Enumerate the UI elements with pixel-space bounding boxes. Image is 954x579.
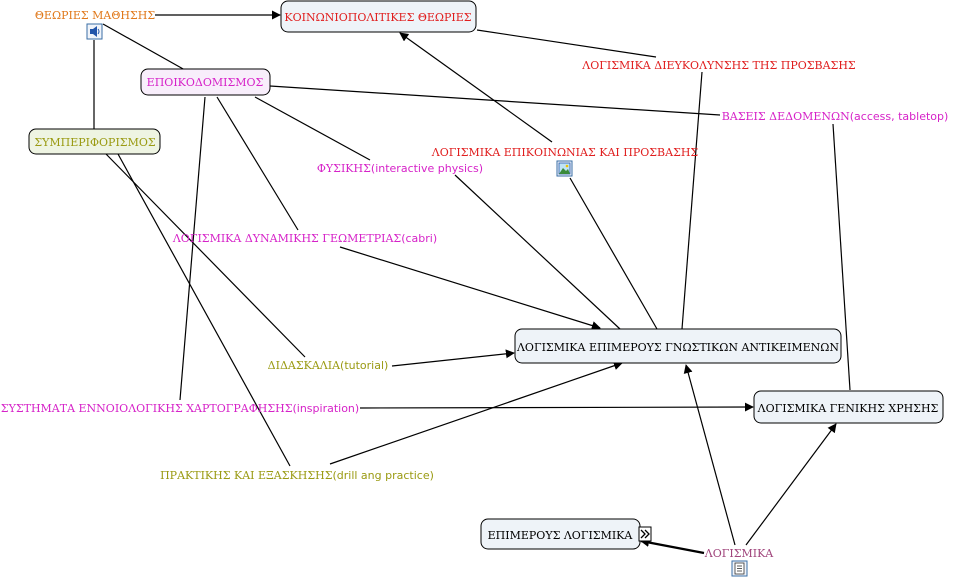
edge-behaviorism-to-drill [117,153,291,467]
node-specific-software-label: ΕΠΙΜΕΡΟΥΣ ΛΟΓΙΣΜΙΚΑ [488,529,634,542]
node-databases-label: ΒΑΣΕΙΣ ΔΕΔΟΜΕΝΩΝ(access, tabletop) [722,110,949,123]
node-databases[interactable]: ΒΑΣΕΙΣ ΔΕΔΟΜΕΝΩΝ(access, tabletop) [722,110,949,123]
node-specific-software[interactable]: ΕΠΙΜΕΡΟΥΣ ΛΟΓΙΣΜΙΚΑ [480,518,641,550]
edge-drill-to-cognitive [329,361,623,465]
node-learning-theories[interactable]: ΘΕΩΡΙΕΣ ΜΑΘΗΣΗΣ [35,9,155,22]
document-icon[interactable] [731,560,748,577]
node-general-use[interactable]: ΛΟΓΙΣΜΙΚΑ ΓΕΝΙΚΗΣ ΧΡΗΣΗΣ [753,390,944,424]
edge-access-to-sociopolitical [476,29,657,58]
node-sociopolitical[interactable]: ΚΟΙΝΩΝΙΟΠΟΛΙΤΙΚΕΣ ΘΕΩΡΙΕΣ [280,0,477,33]
node-general-use-label: ΛΟΓΙΣΜΙΚΑ ΓΕΝΙΚΗΣ ΧΡΗΣΗΣ [757,402,939,415]
node-software[interactable]: ΛΟΓΙΣΜΙΚΑ [704,547,775,560]
edge-software-to-general [745,423,837,546]
node-sociopolitical-label: ΚΟΙΝΩΝΙΟΠΟΛΙΤΙΚΕΣ ΘΕΩΡΙΕΣ [284,11,471,24]
edge-communication-to-sociopolitical [399,32,553,143]
node-behaviorism[interactable]: ΣΥΜΠΕΡΙΦΟΡΙΣΜΟΣ [28,128,161,155]
node-constructivism[interactable]: ΕΠΟΙΚΟΔΟΜΙΣΜΟΣ [140,68,271,96]
node-concept-mapping[interactable]: ΣΥΣΤΗΜΑΤΑ ΕΝΝΟΙΟΛΟΓΙΚΗΣ ΧΑΡΤΟΓΡΑΦΗΣΗΣ(in… [1,402,359,415]
node-behaviorism-label: ΣΥΜΠΕΡΙΦΟΡΙΣΜΟΣ [34,136,156,149]
edge-communication-to-cognitive [569,177,658,330]
edge-constructivism-to-geometry [216,96,299,231]
node-physics[interactable]: ΦΥΣΙΚΗΣ(interactive physics) [317,162,483,175]
node-communication[interactable]: ΛΟΓΙΣΜΙΚΑ ΕΠΙΚΟΙΝΩΝΙΑΣ ΚΑΙ ΠΡΟΣΒΑΣΗΣ [431,146,699,159]
speaker-icon[interactable] [86,23,103,40]
edge-learning-to-constructivism [102,23,186,71]
edge-conceptmap-to-general [359,402,754,412]
edge-software-to-specific [640,538,705,555]
picture-icon[interactable] [556,160,573,177]
node-constructivism-label: ΕΠΟΙΚΟΔΟΜΙΣΜΟΣ [147,76,264,89]
edge-databases-to-general [832,123,851,391]
edge-physics-to-cognitive [454,174,621,330]
edge-tutorial-to-cognitive [391,349,515,367]
edge-constructivism-to-conceptmap [179,96,206,401]
edge-software-to-cognitive [683,364,736,546]
edge-geometry-to-cognitive [339,246,601,330]
node-access-software[interactable]: ΛΟΓΙΣΜΙΚΑ ΔΙΕΥΚΟΛΥΝΣΗΣ ΤΗΣ ΠΡΟΣΒΑΣΗΣ [581,59,856,72]
edge-constructivism-to-physics [254,96,371,161]
edge-behaviorism-to-tutorial [105,153,306,358]
connectors [93,10,851,555]
node-cognitive[interactable]: ΛΟΓΙΣΜΙΚΑ ΕΠΙΜΕΡΟΥΣ ΓΝΩΣΤΙΚΩΝ ΑΝΤΙΚΕΙΜΕΝ… [514,328,842,364]
double-chevron-icon[interactable] [638,526,652,542]
node-cognitive-label: ΛΟΓΙΣΜΙΚΑ ΕΠΙΜΕΡΟΥΣ ΓΝΩΣΤΙΚΩΝ ΑΝΤΙΚΕΙΜΕΝ… [516,341,839,354]
edge-access-to-cognitive [681,71,703,330]
node-drill[interactable]: ΠΡΑΚΤΙΚΗΣ ΚΑΙ ΕΞΑΣΚΗΣΗΣ(drill ang practi… [160,469,434,482]
node-geometry[interactable]: ΛΟΓΙΣΜΙΚΑ ΔΥΝΑΜΙΚΗΣ ΓΕΩΜΕΤΡΙΑΣ(cabri) [172,232,437,245]
node-tutorial[interactable]: ΔΙΔΑΣΚΑΛΙΑ(tutorial) [268,359,389,372]
